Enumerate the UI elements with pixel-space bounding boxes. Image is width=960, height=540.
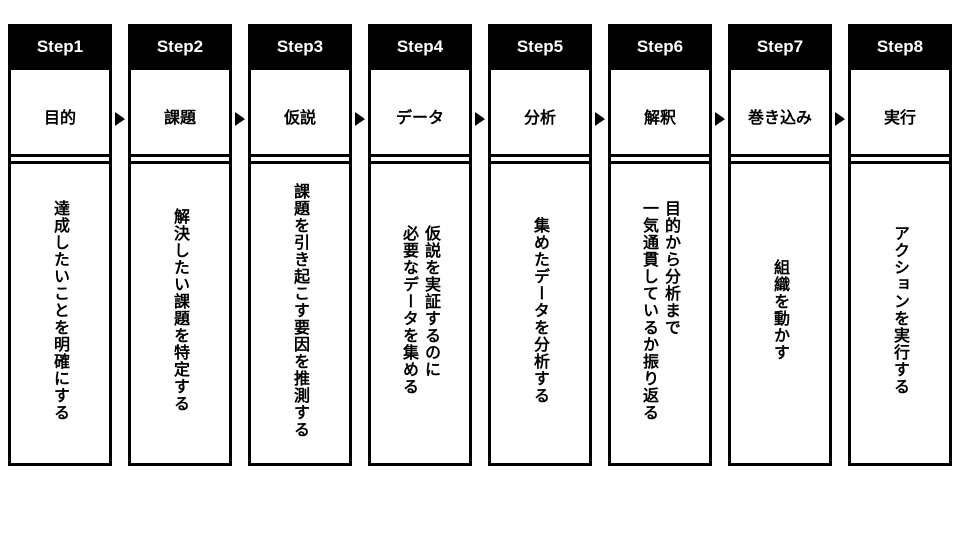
step-description-box: 解決したい課題を特定する (128, 154, 232, 466)
arrow-right-icon (715, 112, 725, 126)
step-name: 仮説 (248, 70, 352, 164)
step-label: Step3 (248, 24, 352, 70)
step-name: 分析 (488, 70, 592, 164)
step-description-box: アクションを実行する (848, 154, 952, 466)
step-column-8: Step8 実行 (848, 24, 952, 164)
step-description: 目的から分析まで 一気通貫しているか振り返る (640, 199, 681, 421)
step-description: 達成したいことを明確にする (51, 199, 70, 421)
arrow-right-icon (355, 112, 365, 126)
step-column-5: Step5 分析 (488, 24, 592, 164)
step-column-2: Step2 課題 (128, 24, 232, 164)
step-label: Step5 (488, 24, 592, 70)
step-name: 実行 (848, 70, 952, 164)
step-description: 組織を動かす (771, 259, 790, 361)
step-description: 課題を引き起こす要因を推測する (291, 182, 310, 438)
arrow-right-icon (835, 112, 845, 126)
arrow-right-icon (115, 112, 125, 126)
step-name: 解釈 (608, 70, 712, 164)
step-description: 解決したい課題を特定する (171, 208, 190, 412)
step-label: Step7 (728, 24, 832, 70)
arrow-right-icon (475, 112, 485, 126)
step-description-box: 目的から分析まで 一気通貫しているか振り返る (608, 154, 712, 466)
step-description-box: 仮説を実証するのに 必要なデータを集める (368, 154, 472, 466)
step-description-box: 課題を引き起こす要因を推測する (248, 154, 352, 466)
step-description: 仮説を実証するのに 必要なデータを集める (400, 225, 441, 395)
step-name: 目的 (8, 70, 112, 164)
step-description-box: 達成したいことを明確にする (8, 154, 112, 466)
step-description: アクションを実行する (891, 225, 910, 395)
arrow-right-icon (235, 112, 245, 126)
step-label: Step2 (128, 24, 232, 70)
step-column-4: Step4 データ (368, 24, 472, 164)
step-description: 集めたデータを分析する (531, 216, 550, 404)
step-name: データ (368, 70, 472, 164)
step-name: 巻き込み (728, 70, 832, 164)
arrow-right-icon (595, 112, 605, 126)
step-column-7: Step7 巻き込み (728, 24, 832, 164)
step-column-6: Step6 解釈 (608, 24, 712, 164)
step-description-box: 組織を動かす (728, 154, 832, 466)
step-label: Step4 (368, 24, 472, 70)
step-label: Step6 (608, 24, 712, 70)
step-name: 課題 (128, 70, 232, 164)
step-column-3: Step3 仮説 (248, 24, 352, 164)
step-label: Step8 (848, 24, 952, 70)
step-label: Step1 (8, 24, 112, 70)
step-description-box: 集めたデータを分析する (488, 154, 592, 466)
step-column-1: Step1 目的 (8, 24, 112, 164)
